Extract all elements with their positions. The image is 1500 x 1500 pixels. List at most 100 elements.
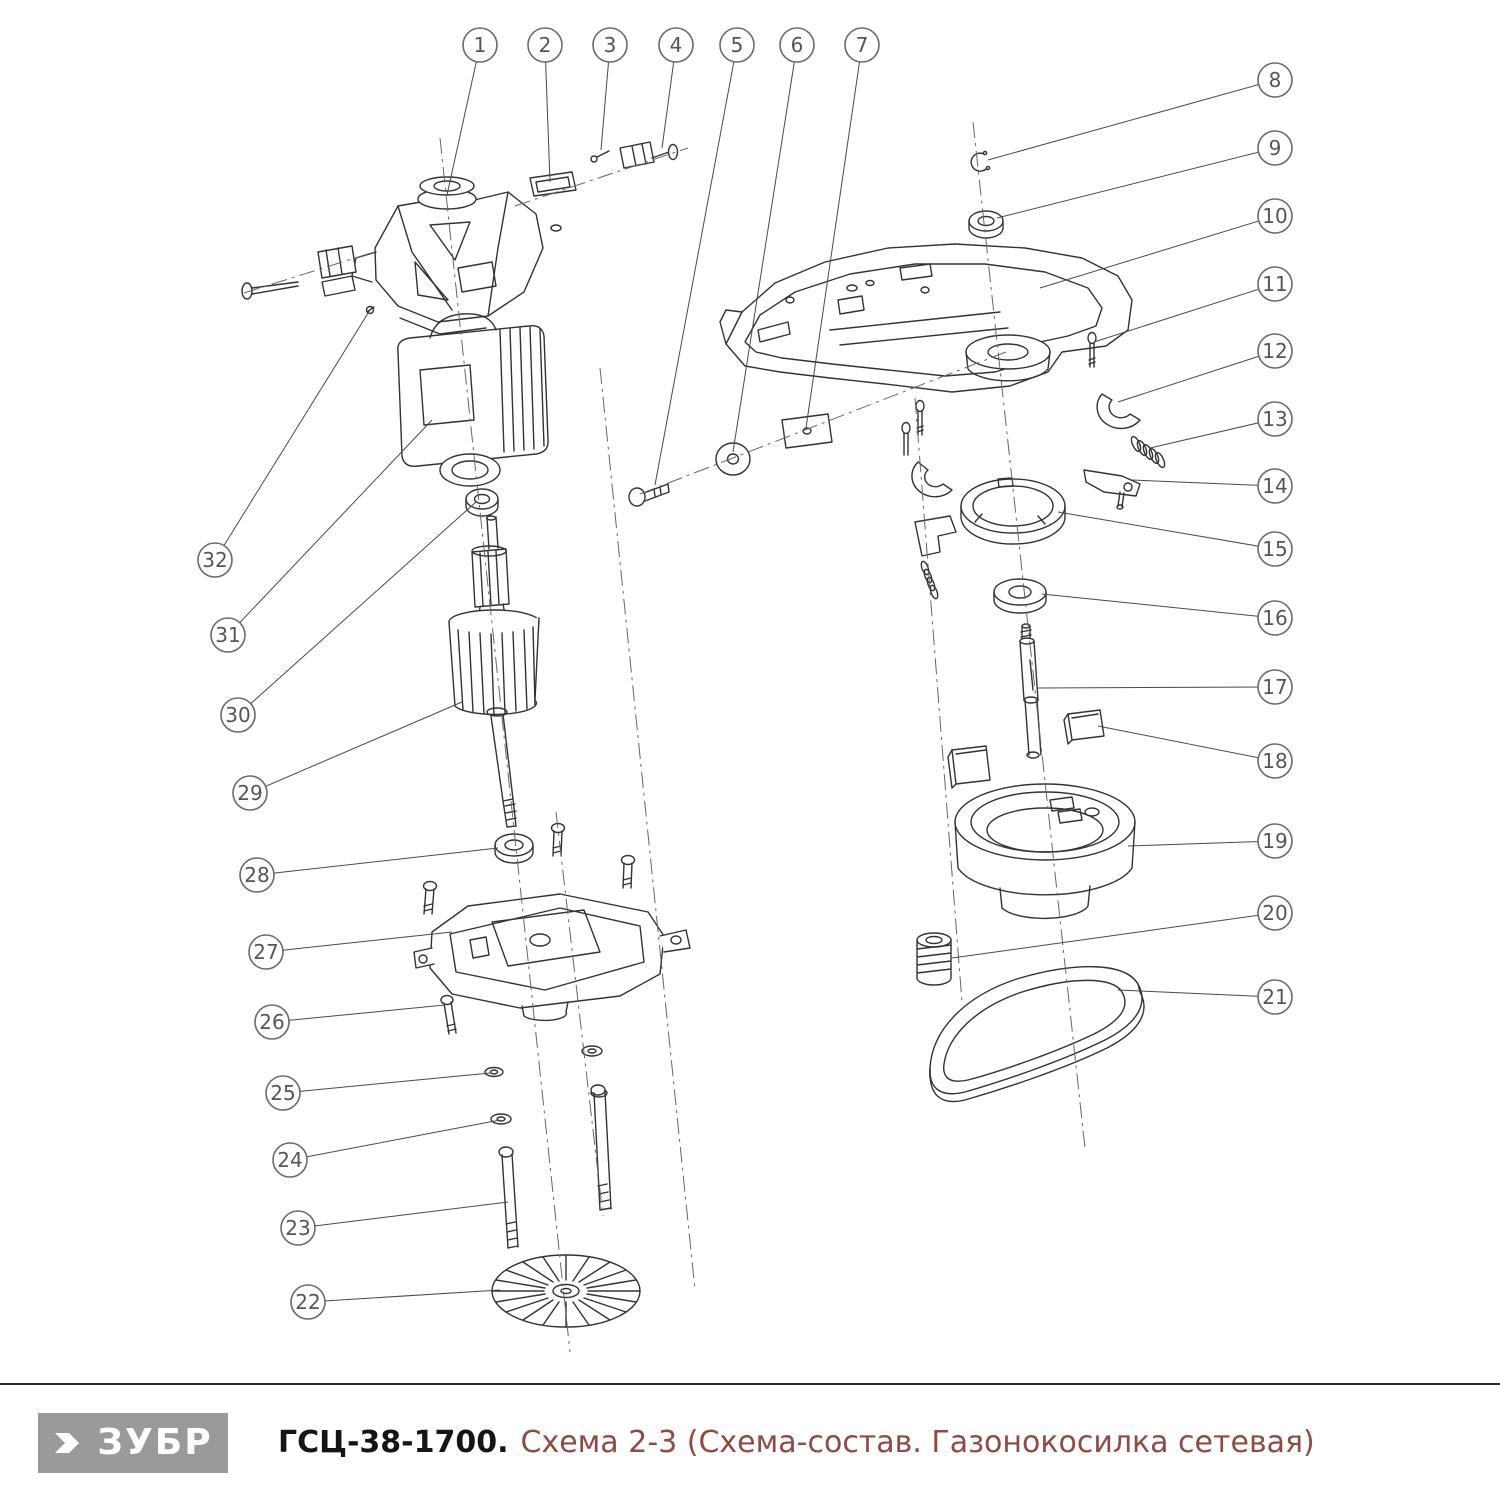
svg-text:22: 22 [295,1290,320,1314]
part-armature [448,515,540,828]
callout-17: 17 [1257,669,1293,705]
svg-text:4: 4 [670,33,683,57]
model-number: ГСЦ-38-1700. [278,1425,509,1460]
part-carbon-brush [619,141,679,169]
svg-text:19: 19 [1262,829,1287,853]
callout-14: 14 [1257,468,1293,504]
part-washers [484,1045,608,1125]
part-bearing-spindle-top [968,210,1004,239]
svg-text:12: 12 [1262,339,1287,363]
svg-text:2: 2 [539,33,552,57]
svg-text:16: 16 [1262,606,1287,630]
svg-text:27: 27 [253,940,278,964]
part-spindle-shaft [1019,623,1042,759]
part-fan [491,1254,641,1328]
svg-text:15: 15 [1262,537,1287,561]
part-bracket-right [1063,709,1105,745]
callout-10: 10 [1257,198,1293,234]
callout-8: 8 [1257,62,1293,98]
svg-text:5: 5 [731,33,744,57]
callout-27: 27 [248,934,284,970]
callout-19: 19 [1257,823,1293,859]
schema-subtitle: Схема 2-3 (Схема-состав. Газонокосилка с… [520,1425,1315,1460]
callout-7: 7 [844,27,880,63]
svg-text:29: 29 [237,781,262,805]
callout-32: 32 [197,542,233,578]
callout-18: 18 [1257,743,1293,779]
callout-2: 2 [527,27,563,63]
svg-text:17: 17 [1262,675,1287,699]
callout-3: 3 [592,27,628,63]
svg-text:26: 26 [259,1010,284,1034]
svg-text:31: 31 [215,623,240,647]
svg-text:9: 9 [1269,136,1282,160]
callout-6: 6 [779,27,815,63]
part-brush-cap [529,171,577,232]
part-pulley-housing [954,783,1136,920]
callout-26: 26 [254,1004,290,1040]
callout-25: 25 [265,1075,301,1111]
callout-4: 4 [658,27,694,63]
callout-24: 24 [272,1142,308,1178]
part-stator [397,313,549,487]
svg-text:23: 23 [285,1216,310,1240]
part-bracket-spring [914,515,957,600]
callout-13: 13 [1257,401,1293,437]
callout-11: 11 [1257,266,1293,302]
part-belt [929,966,1145,1103]
callout-1: 1 [462,27,498,63]
zubr-logo-text: ЗУБР [97,1422,213,1463]
svg-text:28: 28 [244,863,269,887]
callout-12: 12 [1257,333,1293,369]
callout-31: 31 [210,617,246,653]
part-motor-housing [351,176,544,335]
document-title: ГСЦ-38-1700. Схема 2-3 (Схема-состав. Газ… [278,1425,1315,1460]
callout-15: 15 [1257,531,1293,567]
part-screw-small [590,150,610,163]
part-washer-round [715,442,751,476]
svg-text:3: 3 [604,33,617,57]
part-deck-screws [901,331,1097,456]
svg-text:1: 1 [474,33,487,57]
svg-text:13: 13 [1262,407,1287,431]
part-base-screws [422,822,636,915]
svg-text:18: 18 [1262,749,1287,773]
part-screw-26 [440,994,457,1035]
callout-29: 29 [232,775,268,811]
part-screw-5 [628,483,670,507]
callout-9: 9 [1257,130,1293,166]
part-ring-seat [960,477,1066,545]
part-bearing-lower [494,833,534,864]
svg-text:11: 11 [1262,272,1287,296]
svg-text:20: 20 [1262,901,1287,925]
part-circlip [970,150,991,172]
svg-text:14: 14 [1262,474,1287,498]
exploded-diagram: 1 2 3 4 5 6 7 8 9 10 11 12 13 14 15 16 1… [197,27,1293,1353]
part-lever [1083,469,1141,510]
part-spring-small [1130,435,1166,469]
part-deck-housing [719,243,1133,393]
svg-text:30: 30 [225,703,250,727]
part-long-bolts [498,1084,612,1249]
part-left-brush-cluster [241,245,375,315]
svg-text:6: 6 [791,33,804,57]
svg-text:10: 10 [1262,204,1287,228]
zubr-logo-arrow-icon [55,1432,80,1453]
svg-text:25: 25 [270,1081,295,1105]
callout-21: 21 [1257,979,1293,1015]
part-bracket-left [947,745,991,789]
callout-20: 20 [1257,895,1293,931]
svg-text:32: 32 [202,548,227,572]
svg-text:7: 7 [856,33,869,57]
svg-text:24: 24 [277,1148,302,1172]
svg-text:8: 8 [1269,68,1282,92]
callout-23: 23 [280,1210,316,1246]
callout-28: 28 [239,857,275,893]
callout-5: 5 [719,27,755,63]
callout-22: 22 [290,1284,326,1320]
part-bearing-upper [465,488,499,517]
leader-lines [214,44,1276,1303]
part-bearing-spindle [993,578,1047,614]
callouts: 1 2 3 4 5 6 7 8 9 10 11 12 13 14 15 16 1… [197,27,1293,1320]
